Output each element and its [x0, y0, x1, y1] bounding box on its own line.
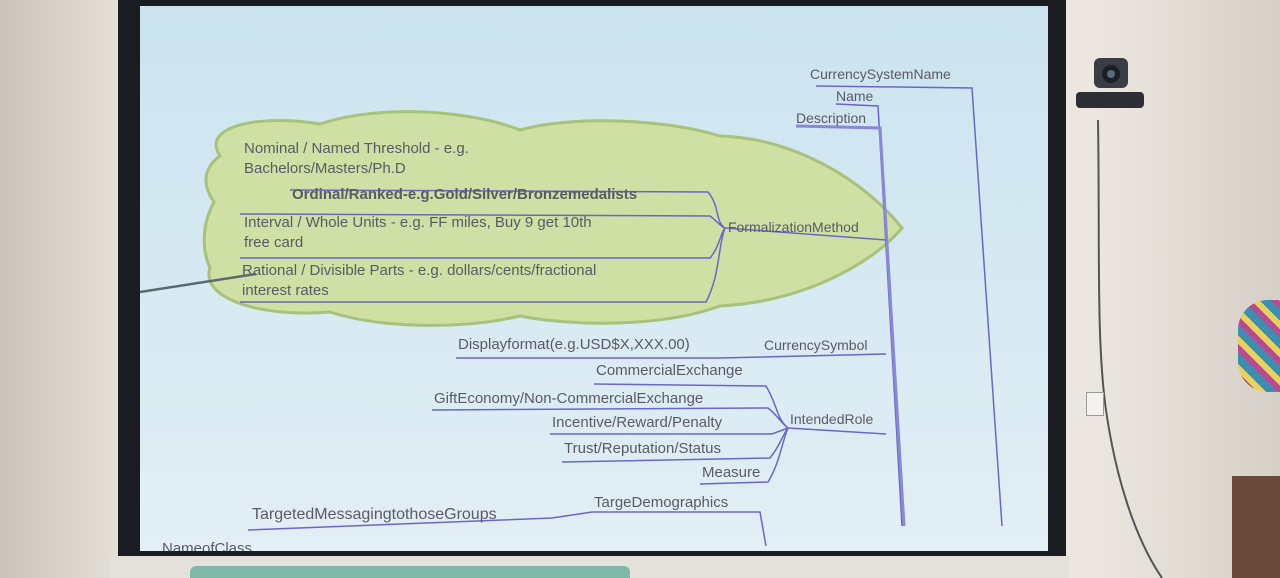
wall-cable	[1097, 120, 1163, 578]
target-demographics-node: TargeDemographics	[594, 494, 729, 511]
ordinal-label: Ordinal/Ranked-e.g.Gold/Silver/Bronzemed…	[292, 186, 638, 203]
rational-line-1: Rational / Divisible Parts - e.g. dollar…	[242, 262, 597, 279]
wooden-cabinet	[1232, 476, 1280, 578]
name-of-class-label: NameofClass	[162, 540, 253, 551]
nominal-line-1: Nominal / Named Threshold - e.g.	[244, 140, 469, 157]
patterned-fabric	[1238, 300, 1280, 392]
intended-role-item-3: Trust/Reputation/Status	[564, 440, 722, 457]
camera-icon	[1074, 56, 1146, 118]
targeted-messaging-label: TargetedMessagingtothoseGroups	[252, 506, 497, 523]
teal-cloth	[190, 566, 630, 578]
intended-role-node: IntendedRole	[790, 411, 874, 427]
wall-outlet	[1086, 392, 1104, 416]
mindmap-lines	[140, 85, 1003, 547]
intended-role-item-1: GiftEconomy/Non-CommercialExchange	[434, 390, 704, 407]
interval-line-2: free card	[244, 234, 304, 251]
intended-role-item-4: Measure	[702, 464, 761, 481]
currency-symbol-node: CurrencySymbol	[764, 337, 868, 353]
intended-role-item-0: CommercialExchange	[596, 362, 743, 379]
formalization-method-node: FormalizationMethod	[728, 219, 859, 235]
nominal-line-2: Bachelors/Masters/Ph.D	[244, 160, 406, 177]
rational-line-2: interest rates	[242, 282, 329, 299]
display-format-label: Displayformat(e.g.USD$X,XXX.00)	[458, 336, 690, 353]
name-label: Name	[836, 88, 874, 104]
description-label: Description	[796, 110, 867, 126]
intended-role-item-2: Incentive/Reward/Penalty	[552, 414, 723, 431]
projected-mindmap-screen: CurrencySystemName Name Description Nomi…	[140, 6, 1048, 551]
interval-line-1: Interval / Whole Units - e.g. FF miles, …	[244, 214, 592, 231]
formalization-cloud	[202, 110, 904, 327]
currency-system-name-label: CurrencySystemName	[810, 66, 951, 82]
